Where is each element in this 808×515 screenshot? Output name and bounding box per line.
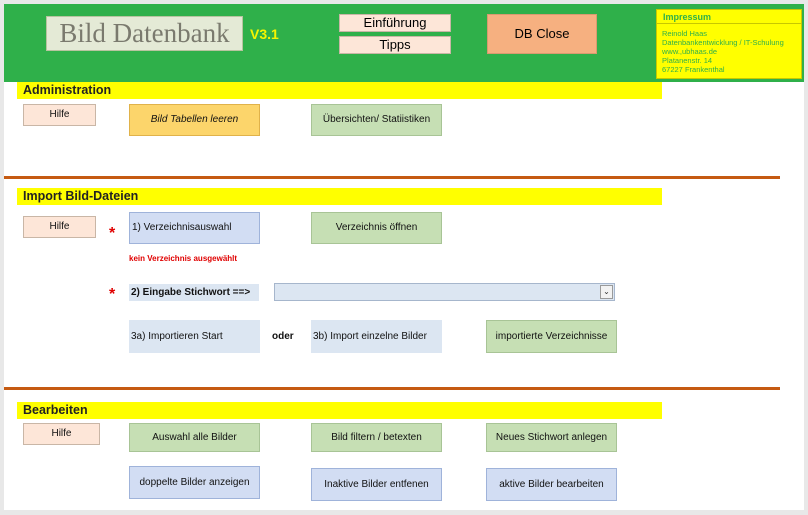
form-page: Bild Datenbank V3.1 Einführung Tipps DB … bbox=[4, 4, 804, 510]
divider-line bbox=[4, 176, 780, 179]
inaktive-bilder-button[interactable]: Inaktive Bilder entfenen bbox=[311, 468, 442, 501]
required-marker: * bbox=[109, 286, 116, 303]
oder-label: oder bbox=[272, 331, 294, 342]
einfuehrung-button[interactable]: Einführung bbox=[339, 14, 451, 32]
divider-line bbox=[4, 387, 780, 390]
admin-hilfe-button[interactable]: Hilfe bbox=[23, 104, 96, 126]
section-import: Import Bild-Dateien bbox=[17, 188, 662, 205]
auswahl-alle-bilder-button[interactable]: Auswahl alle Bilder bbox=[129, 423, 260, 452]
aktive-bilder-button[interactable]: aktive Bilder bearbeiten bbox=[486, 468, 617, 501]
doppelte-bilder-button[interactable]: doppelte Bilder anzeigen bbox=[129, 466, 260, 499]
header-bar: Bild Datenbank V3.1 Einführung Tipps DB … bbox=[4, 4, 804, 82]
stichwort-combobox[interactable]: ⌄ bbox=[274, 283, 615, 301]
impressum-box: Impressum Reinold Haas Datenbankentwickl… bbox=[656, 9, 802, 79]
section-administration: Administration bbox=[17, 82, 662, 99]
impressum-title: Impressum bbox=[657, 10, 801, 24]
importierte-verzeichnisse-button[interactable]: importierte Verzeichnisse bbox=[486, 320, 617, 353]
chevron-down-icon[interactable]: ⌄ bbox=[600, 285, 613, 299]
impressum-city: 67227 Frankenthal bbox=[662, 65, 725, 74]
bild-filtern-button[interactable]: Bild filtern / betexten bbox=[311, 423, 442, 452]
version-label: V3.1 bbox=[250, 26, 279, 42]
db-close-button[interactable]: DB Close bbox=[487, 14, 597, 54]
import-hilfe-button[interactable]: Hilfe bbox=[23, 216, 96, 238]
impressum-street: Platanenstr. 14 bbox=[662, 56, 713, 65]
section-bearbeiten: Bearbeiten bbox=[17, 402, 662, 419]
impressum-company: Datenbankentwicklung / IT-Schulung bbox=[662, 38, 784, 47]
kein-verzeichnis-warning: kein Verzeichnis ausgewählt bbox=[129, 254, 238, 263]
app-logo: Bild Datenbank bbox=[46, 16, 243, 51]
verzeichnisauswahl-button[interactable]: 1) Verzeichnisauswahl bbox=[129, 212, 260, 244]
bearbeiten-hilfe-button[interactable]: Hilfe bbox=[23, 423, 100, 445]
neues-stichwort-button[interactable]: Neues Stichwort anlegen bbox=[486, 423, 617, 452]
verzeichnis-oeffnen-button[interactable]: Verzeichnis öffnen bbox=[311, 212, 442, 244]
tipps-button[interactable]: Tipps bbox=[339, 36, 451, 54]
import-einzelne-bilder-button[interactable]: 3b) Import einzelne Bilder bbox=[311, 320, 442, 353]
logo-text: Bild Datenbank bbox=[59, 18, 230, 48]
impressum-lines: Reinold Haas Datenbankentwicklung / IT-S… bbox=[662, 29, 784, 74]
bild-tabellen-leeren-button[interactable]: Bild Tabellen leeren bbox=[129, 104, 260, 136]
uebersichten-button[interactable]: Übersichten/ Statiistiken bbox=[311, 104, 442, 136]
importieren-start-button[interactable]: 3a) Importieren Start bbox=[129, 320, 260, 353]
required-marker: * bbox=[109, 225, 116, 242]
impressum-web: www.,ubhaas.de bbox=[662, 47, 718, 56]
eingabe-stichwort-label: 2) Eingabe Stichwort ==> bbox=[129, 284, 259, 301]
impressum-name: Reinold Haas bbox=[662, 29, 708, 38]
